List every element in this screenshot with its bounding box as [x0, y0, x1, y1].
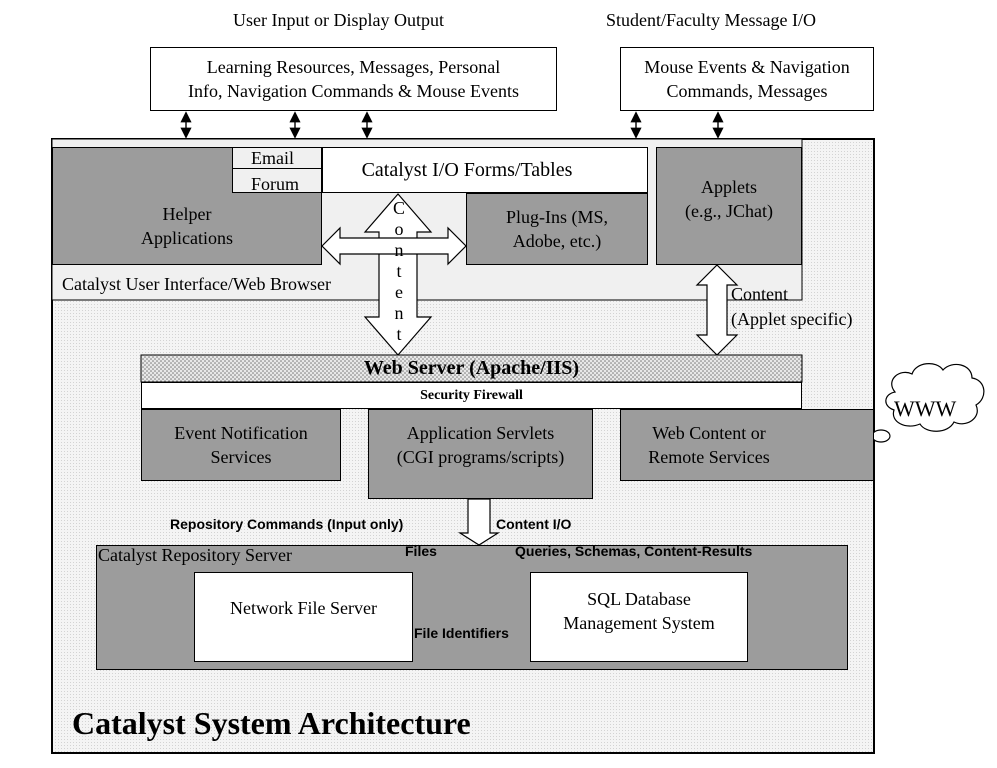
plugins-line-1: Plug-Ins (MS, [505, 207, 608, 227]
web-content-box: Web Content or Remote Services [620, 409, 874, 481]
applet-content-sub-label: (Applet specific) [731, 309, 853, 329]
user-io-line-1: Learning Resources, Messages, Personal [206, 57, 501, 77]
web-content-line-1: Web Content or [652, 423, 766, 443]
browser-ui-label: Catalyst User Interface/Web Browser [62, 274, 331, 294]
sql-line-1: SQL Database [587, 589, 691, 609]
content-letter: C [392, 198, 405, 218]
applets-line-1: Applets [701, 177, 757, 197]
applet-content-label: Content [731, 284, 788, 304]
queries-label: Queries, Schemas, Content-Results [515, 543, 753, 559]
content-letter: e [395, 282, 403, 302]
helper-applications-box: Helper Applications [52, 147, 322, 265]
top-label-message-io: Student/Faculty Message I/O [606, 10, 816, 30]
event-notification-box: Event Notification Services [141, 409, 341, 481]
plugins-line-2: Adobe, etc.) [512, 231, 602, 251]
firewall-label: Security Firewall [420, 387, 523, 403]
event-line-1: Event Notification [174, 423, 308, 443]
servlets-line-2: (CGI programs/scripts) [396, 447, 565, 467]
content-letter: t [396, 261, 402, 281]
email-forum-box [232, 147, 322, 193]
content-letter: t [396, 324, 402, 344]
plugins-box: Plug-Ins (MS, Adobe, etc.) [466, 193, 648, 265]
message-io-line-2: Commands, Messages [666, 81, 828, 101]
content-letter: o [394, 219, 404, 239]
helper-line-1: Helper [162, 204, 212, 224]
message-io-box: Mouse Events & Navigation Commands, Mess… [620, 47, 874, 111]
event-line-2: Services [210, 447, 272, 467]
email-label: Email [251, 148, 294, 168]
io-forms-label: Catalyst I/O Forms/Tables [361, 158, 573, 181]
content-letter: n [394, 303, 404, 323]
top-label-user-io: User Input or Display Output [233, 10, 444, 30]
files-label: Files [405, 543, 437, 559]
message-io-line-1: Mouse Events & Navigation [644, 57, 850, 77]
io-forms-box: Catalyst I/O Forms/Tables [322, 147, 648, 193]
applets-box: Applets (e.g., JChat) [656, 147, 802, 265]
repo-commands-label: Repository Commands (Input only) [170, 516, 404, 532]
forum-label: Forum [251, 174, 300, 194]
repository-title: Catalyst Repository Server [98, 545, 292, 565]
content-io-label: Content I/O [496, 516, 572, 532]
helper-line-2: Applications [141, 228, 233, 248]
repository-arrow [457, 498, 501, 546]
email-forum-divider [232, 168, 322, 169]
application-servlets-box: Application Servlets (CGI programs/scrip… [368, 409, 593, 499]
web-content-line-2: Remote Services [648, 447, 770, 467]
sql-dbms-box: SQL Database Management System [530, 572, 748, 662]
top-io-arrows [180, 111, 724, 139]
firewall-bar: Security Firewall [141, 382, 802, 409]
main-title: Catalyst System Architecture [72, 705, 471, 741]
network-file-server-box: Network File Server [194, 572, 413, 662]
servlets-line-1: Application Servlets [406, 423, 555, 443]
nfs-label: Network File Server [230, 598, 377, 618]
content-vertical-label: C o n t e n t [391, 198, 407, 345]
file-identifiers-label: File Identifiers [414, 625, 509, 641]
content-letter: n [394, 240, 404, 260]
sql-line-2: Management System [563, 613, 715, 633]
user-io-box: Learning Resources, Messages, Personal I… [150, 47, 557, 111]
www-label: WWW [894, 396, 957, 421]
web-server-label: Web Server (Apache/IIS) [363, 357, 580, 379]
user-io-line-2: Info, Navigation Commands & Mouse Events [188, 81, 519, 101]
applets-line-2: (e.g., JChat) [685, 201, 773, 221]
